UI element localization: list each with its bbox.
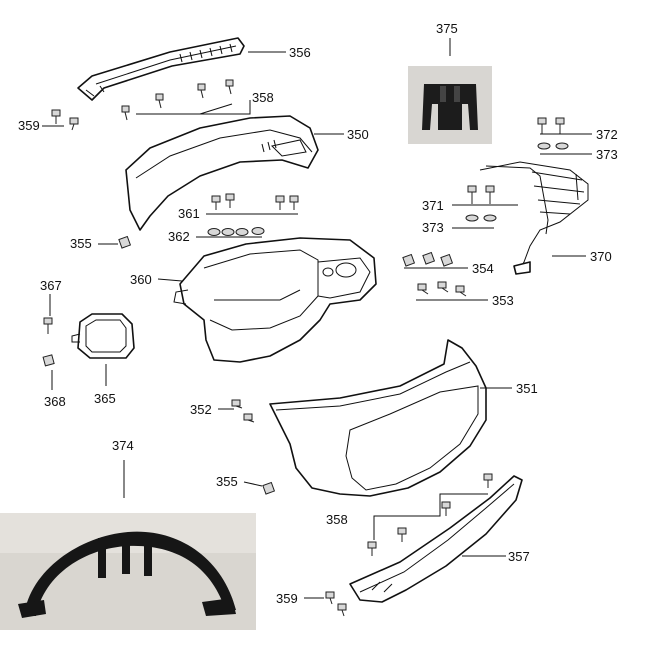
callout-372: 372 (596, 127, 618, 142)
callout-352: 352 (190, 402, 212, 417)
callout-356: 356 (289, 45, 311, 60)
callout-355-bottom: 355 (216, 474, 238, 489)
callout-359-top: 359 (18, 118, 40, 133)
screws-372 (537, 117, 565, 134)
screws-359-top (51, 109, 79, 131)
callout-373-top: 373 (596, 147, 618, 162)
callout-354: 354 (472, 261, 494, 276)
callout-358-top: 358 (252, 90, 274, 105)
callout-375: 375 (436, 21, 458, 36)
screw-367 (43, 317, 53, 334)
washers-373-bottom (465, 214, 497, 222)
callout-351: 351 (516, 381, 538, 396)
callout-353: 353 (492, 293, 514, 308)
screws-361 (211, 193, 299, 210)
screws-371 (467, 185, 495, 204)
callout-370: 370 (590, 249, 612, 264)
nut-355-bottom (262, 481, 276, 495)
nuts-354 (402, 251, 454, 267)
callout-365: 365 (94, 391, 116, 406)
part-360-storage-bin (173, 237, 377, 363)
leader-lines (42, 38, 592, 599)
callout-362: 362 (168, 229, 190, 244)
callout-355-top: 355 (70, 236, 92, 251)
callout-373-bottom: 373 (422, 220, 444, 235)
callout-357: 357 (508, 549, 530, 564)
screws-352 (231, 399, 255, 423)
callout-368: 368 (44, 394, 66, 409)
callout-labels: 356 375 358 359 350 372 373 371 373 361 … (18, 21, 618, 606)
nut-368 (42, 354, 55, 367)
screws-353 (417, 281, 467, 297)
washers-362 (207, 227, 265, 236)
callout-367: 367 (40, 278, 62, 293)
part-356-top-rail (77, 37, 245, 101)
callout-374: 374 (112, 438, 134, 453)
part-351-lower-cover (269, 339, 487, 497)
part-350-upper-cover (125, 115, 319, 231)
callout-371: 371 (422, 198, 444, 213)
part-374-bumper-photo (0, 513, 256, 630)
screws-358-top (121, 79, 234, 121)
washers-373-top (537, 142, 569, 150)
part-370-rear-rack (479, 161, 589, 275)
callout-359-bottom: 359 (276, 591, 298, 606)
nut-355-top (118, 235, 132, 249)
part-357-lower-rail (349, 475, 523, 603)
part-365-lid (71, 313, 135, 359)
screws-358-bottom (367, 473, 493, 556)
callout-360: 360 (130, 272, 152, 287)
screws-359-bottom (325, 591, 347, 617)
callout-350: 350 (347, 127, 369, 142)
callout-361: 361 (178, 206, 200, 221)
callout-358-bottom: 358 (326, 512, 348, 527)
part-375-rubber-photo (408, 66, 492, 144)
